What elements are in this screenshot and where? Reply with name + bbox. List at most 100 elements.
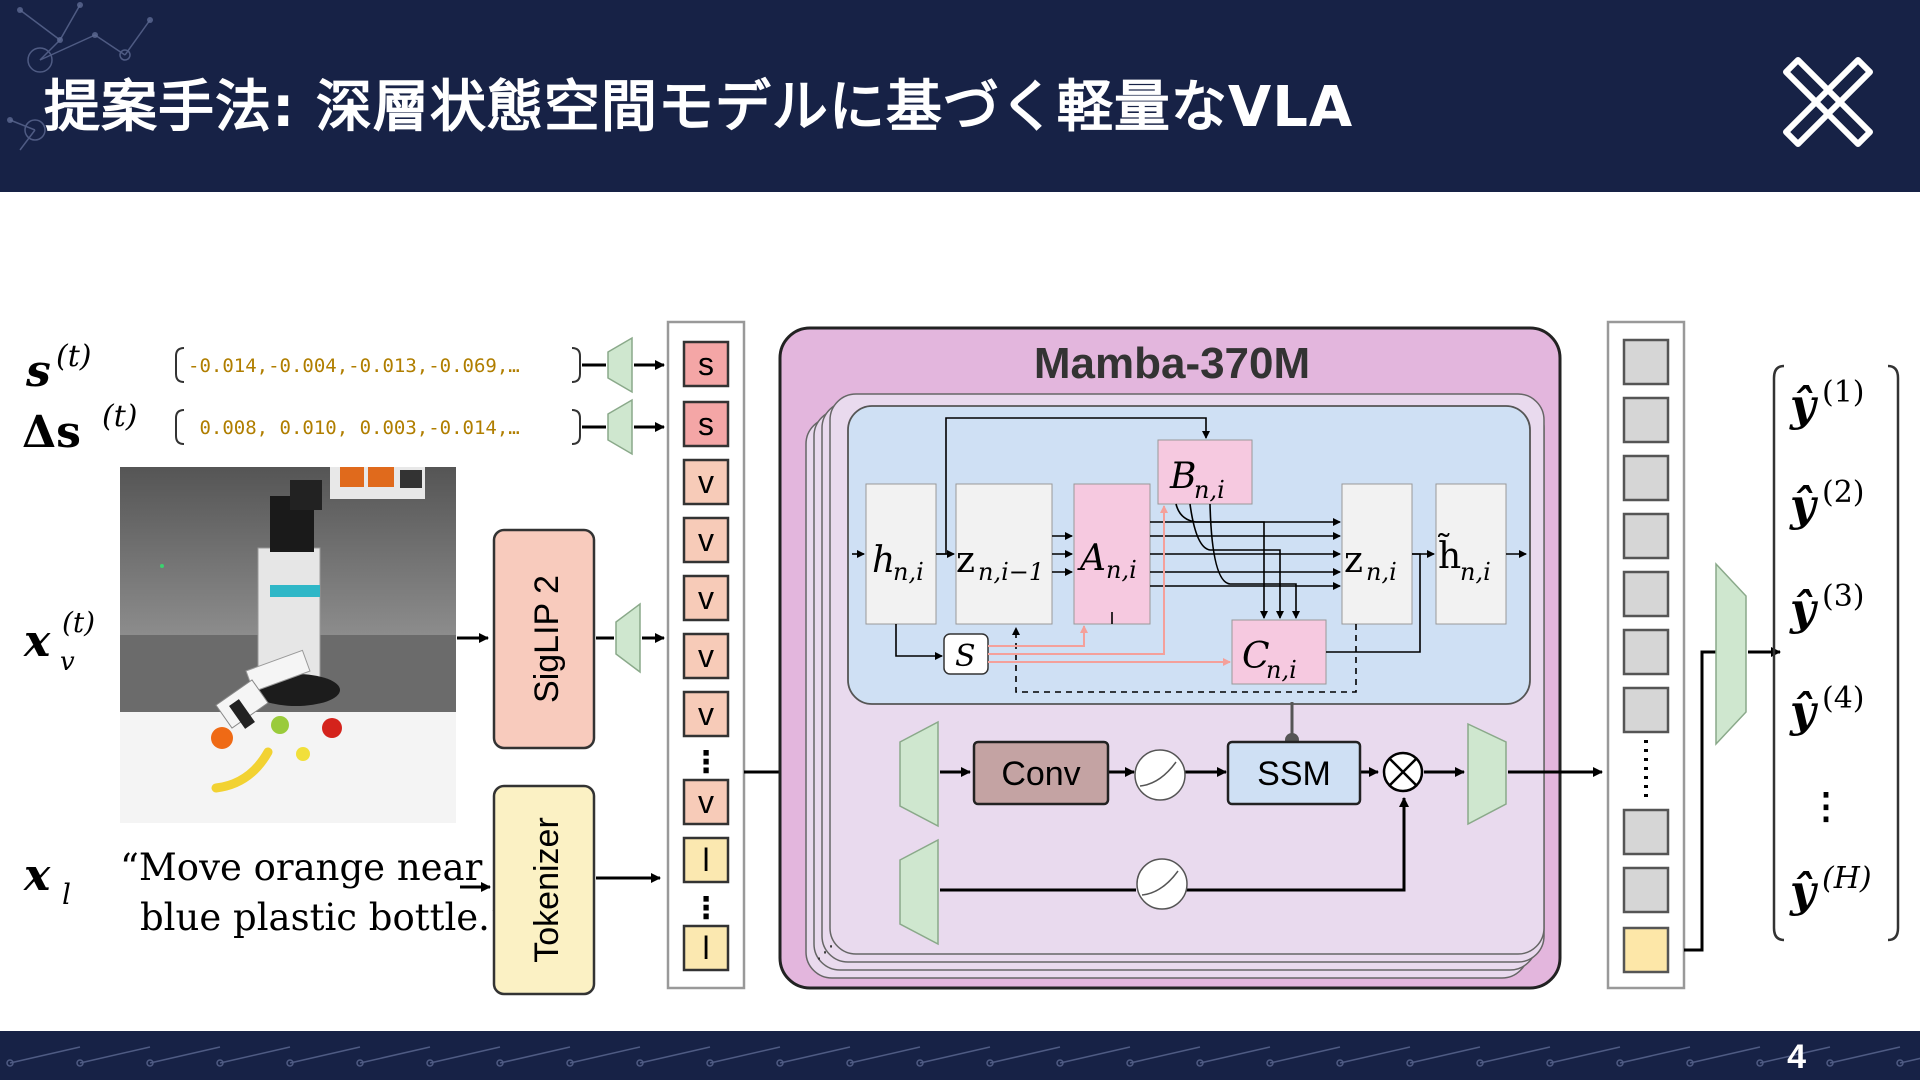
vision-projection: [615, 602, 641, 674]
output-token: [1622, 396, 1670, 444]
node-b: [1157, 439, 1253, 505]
delta-state-projection: [607, 398, 633, 456]
svg-text:n,i: n,i: [1366, 558, 1397, 586]
svg-text:(t): (t): [62, 606, 95, 639]
action-index-label: (H): [1822, 861, 1872, 896]
svg-text:-0.014,-0.004,-0.013,-0.069,…: -0.014,-0.004,-0.013,-0.069,…: [188, 355, 520, 377]
vision-input-label: x v (t): [23, 606, 95, 677]
svg-text:blue plastic bottle.”: blue plastic bottle.”: [140, 896, 509, 939]
state-vector: -0.014,-0.004,-0.013,-0.069,…: [175, 347, 581, 383]
output-token: [1622, 570, 1670, 618]
svg-text:“Move orange near: “Move orange near: [120, 846, 483, 889]
action-symbol: ŷ: [1789, 866, 1819, 917]
svg-text:SSM: SSM: [1257, 755, 1331, 793]
activation-circle-1: [1134, 749, 1186, 801]
token-v-label: v: [698, 696, 714, 732]
svg-text:x: x: [23, 850, 51, 901]
siglip-encoder: SigLIP 2: [492, 528, 596, 750]
output-token: [1622, 866, 1670, 914]
input-projection-gate: [899, 838, 939, 946]
action-symbol: ŷ: [1789, 380, 1819, 431]
svg-text:(t): (t): [56, 339, 91, 374]
svg-text:n,i: n,i: [1194, 476, 1225, 504]
crossed-tools-logo-icon: [1783, 57, 1873, 147]
svg-text:⋰: ⋰: [816, 942, 834, 963]
svg-text:Δs: Δs: [22, 407, 81, 458]
output-token: [1622, 338, 1670, 386]
label-s: S: [955, 639, 976, 674]
input-projection-main: [899, 720, 939, 828]
token-v-box: [682, 574, 730, 622]
output-token-list: [1622, 338, 1670, 974]
node-z: [1341, 483, 1413, 625]
action-index-label: (3): [1822, 579, 1865, 614]
token-s-box: [682, 400, 730, 448]
token-v-box: [682, 632, 730, 680]
token-ellipsis: ⋮: [691, 745, 721, 780]
token-v-box: [682, 690, 730, 738]
token-v-label: v: [698, 464, 714, 500]
output-token: [1622, 686, 1670, 734]
multiply-icon: [1382, 751, 1424, 793]
title-bar: 提案手法: 深層状態空間モデルに基づく軽量なVLA: [0, 0, 1920, 192]
token-v-label: v: [698, 580, 714, 616]
svg-text:n,i: n,i: [893, 558, 924, 586]
footer-bar: [0, 1031, 1920, 1080]
tokenizer-encoder: Tokenizer: [492, 784, 596, 996]
action-head-projection: [1715, 562, 1747, 746]
token-v-box: [682, 516, 730, 564]
svg-text:n,i−1: n,i−1: [978, 558, 1044, 586]
robot-camera-image: [120, 467, 456, 823]
svg-text:v: v: [60, 647, 75, 677]
svg-text:Tokenizer: Tokenizer: [528, 817, 566, 963]
constellation-decoration: [7, 2, 153, 151]
node-h: [865, 483, 937, 625]
output-token: [1622, 808, 1670, 856]
mamba-title: Mamba-370M: [1034, 339, 1310, 388]
svg-text:s: s: [25, 346, 51, 397]
label-c: C: [1242, 636, 1270, 677]
action-symbol: ŷ: [1789, 480, 1819, 531]
token-v-box: [682, 778, 730, 826]
output-token: [1622, 512, 1670, 560]
node-c: [1231, 619, 1327, 685]
token-l-label: l: [702, 930, 709, 966]
svg-text:n,i: n,i: [1266, 656, 1297, 684]
svg-text:SigLIP 2: SigLIP 2: [528, 575, 566, 703]
activation-circle-2: [1136, 858, 1188, 910]
svg-text:Conv: Conv: [1001, 755, 1080, 793]
label-a: A: [1077, 538, 1106, 579]
label-z: z: [1344, 540, 1363, 581]
token-v-label: v: [698, 638, 714, 674]
action-index-label: (2): [1822, 475, 1865, 510]
svg-text:(t): (t): [102, 399, 137, 434]
node-h-tilde: [1435, 483, 1507, 625]
token-s-label: s: [698, 406, 714, 442]
token-s-box: [682, 340, 730, 388]
label-h-tilde: h̃: [1438, 534, 1461, 577]
page-number: 4: [1787, 1038, 1806, 1076]
state-input-label: s (t): [25, 339, 91, 397]
svg-text:n,i: n,i: [1460, 558, 1491, 586]
delta-state-vector: 0.008, 0.010, 0.003,-0.014,…: [175, 409, 581, 445]
conv-block: Conv: [972, 740, 1110, 806]
instruction-text: “Move orange near blue plastic bottle.”: [120, 846, 509, 939]
label-h: h: [872, 540, 895, 581]
slide-title: 提案手法: 深層状態空間モデルに基づく軽量なVLA: [44, 75, 1354, 140]
action-symbol: ŷ: [1789, 584, 1819, 635]
svg-text:l: l: [62, 878, 71, 911]
language-input-label: x l: [23, 850, 71, 911]
svg-text:n,i: n,i: [1106, 556, 1137, 584]
token-l-box: [682, 836, 730, 884]
token-v-label: v: [698, 522, 714, 558]
node-a: [1073, 483, 1151, 625]
token-v-box: [682, 458, 730, 506]
node-z-prev: [955, 483, 1053, 625]
action-index-label: (1): [1822, 375, 1865, 410]
label-z-prev: z: [956, 540, 975, 581]
footer-constellation-decoration: [6, 1046, 1920, 1067]
ssm-block: SSM: [1226, 740, 1362, 806]
token-s-label: s: [698, 346, 714, 382]
